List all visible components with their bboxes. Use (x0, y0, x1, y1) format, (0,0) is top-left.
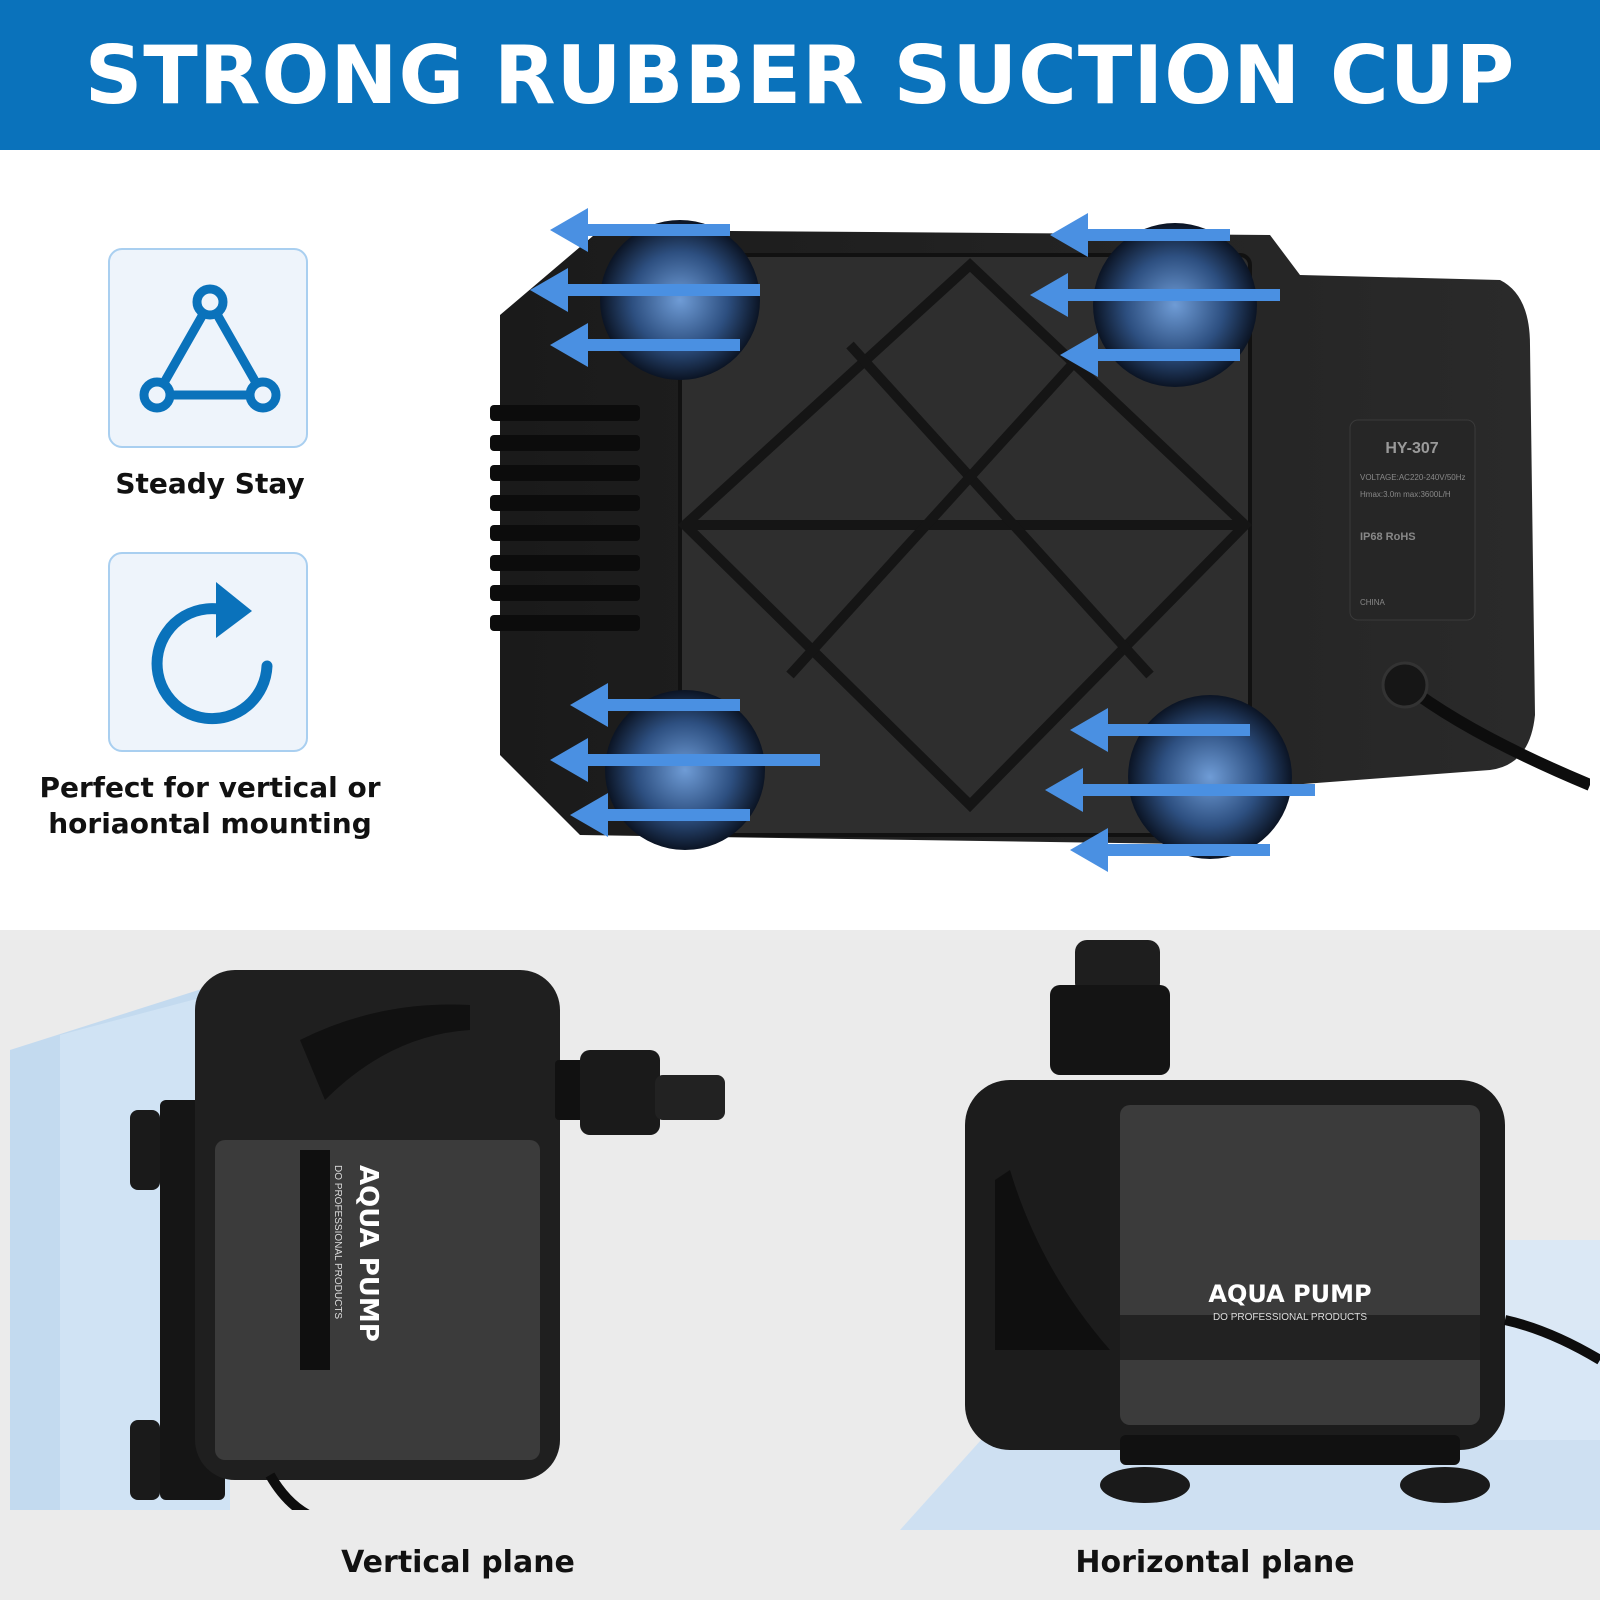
mounting-label: Perfect for vertical or horiaontal mount… (10, 770, 410, 842)
label-model: HY-307 (1385, 440, 1438, 457)
horizontal-mount-image: AQUA PUMP DO PROFESSIONAL PRODUCTS (900, 940, 1600, 1530)
steady-stay-label: Steady Stay (115, 467, 305, 500)
arrow-icon (550, 208, 730, 252)
suction-cup (130, 1420, 160, 1500)
header-banner: STRONG RUBBER SUCTION CUP (0, 0, 1600, 150)
mount-bracket (1120, 1435, 1460, 1465)
arrow-icon (530, 268, 760, 312)
arrow-icon (1045, 768, 1315, 812)
pump-stripe (1120, 1315, 1480, 1360)
spec-label-plate: HY-307 VOLTAGE:AC220-240V/50Hz Hmax:3.0m… (1349, 419, 1476, 621)
arrow-icon (550, 738, 820, 782)
label-origin: CHINA (1360, 598, 1386, 607)
arrow-icon (1050, 213, 1230, 257)
horizontal-plane-caption: Horizontal plane (1075, 1545, 1355, 1580)
pump-cover (215, 1140, 540, 1460)
intake-vent (490, 405, 640, 631)
arrow-icon (570, 793, 750, 837)
suction-cup (1400, 1467, 1490, 1503)
triangle-network-icon (139, 284, 281, 413)
power-cable (1503, 1315, 1600, 1365)
suction-cup-top-left (600, 220, 760, 380)
pump-vent (995, 1170, 1110, 1350)
arrow-icon (1030, 273, 1280, 317)
suction-cup (1100, 1467, 1190, 1503)
outlet-nozzle (655, 1075, 725, 1120)
label-hmax: Hmax:3.0m max:3600L/H (1360, 490, 1451, 499)
steady-stay-card (108, 248, 308, 448)
vertical-mount-image: AQUA PUMP DO PROFESSIONAL PRODUCTS (10, 970, 725, 1510)
suction-arrows (530, 208, 1315, 872)
label-voltage: VOLTAGE:AC220-240V/50Hz (1360, 473, 1466, 482)
mounting-label-line1: Perfect for vertical or (39, 771, 381, 804)
pump-underside-image: HY-307 VOLTAGE:AC220-240V/50Hz Hmax:3.0m… (490, 208, 1590, 872)
power-cable (265, 1472, 310, 1510)
suction-cup (130, 1110, 160, 1190)
rotate-arrow-icon (151, 582, 273, 725)
arrow-icon (550, 323, 740, 367)
label-rating: IP68 RoHS (1360, 531, 1416, 543)
brand-tagline: DO PROFESSIONAL PRODUCTS (332, 1165, 343, 1319)
vertical-plane-caption: Vertical plane (341, 1545, 575, 1580)
pump-cover (1120, 1105, 1480, 1425)
brand-tagline: DO PROFESSIONAL PRODUCTS (1213, 1312, 1367, 1323)
suction-cup-top-right (1093, 223, 1257, 387)
outlet-fitting (1050, 985, 1170, 1075)
arrow-icon (1070, 828, 1270, 872)
base-ribs (677, 258, 1253, 813)
brand-name: AQUA PUMP (353, 1165, 383, 1342)
suction-cup-bottom-right (1128, 695, 1292, 859)
outlet-fitting (580, 1050, 660, 1135)
banner-title: STRONG RUBBER SUCTION CUP (84, 28, 1516, 122)
arrow-icon (570, 683, 740, 727)
arrow-icon (1060, 333, 1240, 377)
brand-name: AQUA PUMP (1208, 1280, 1371, 1308)
mounting-card (108, 552, 308, 752)
arrow-icon (1070, 708, 1250, 752)
suction-cup-bottom-left (605, 690, 765, 850)
outlet-nut (555, 1060, 585, 1120)
mounting-label-line2: horiaontal mounting (48, 807, 372, 840)
pump-vent (300, 1004, 470, 1370)
outlet-nozzle (1075, 940, 1160, 995)
cable-grommet (1381, 661, 1429, 709)
